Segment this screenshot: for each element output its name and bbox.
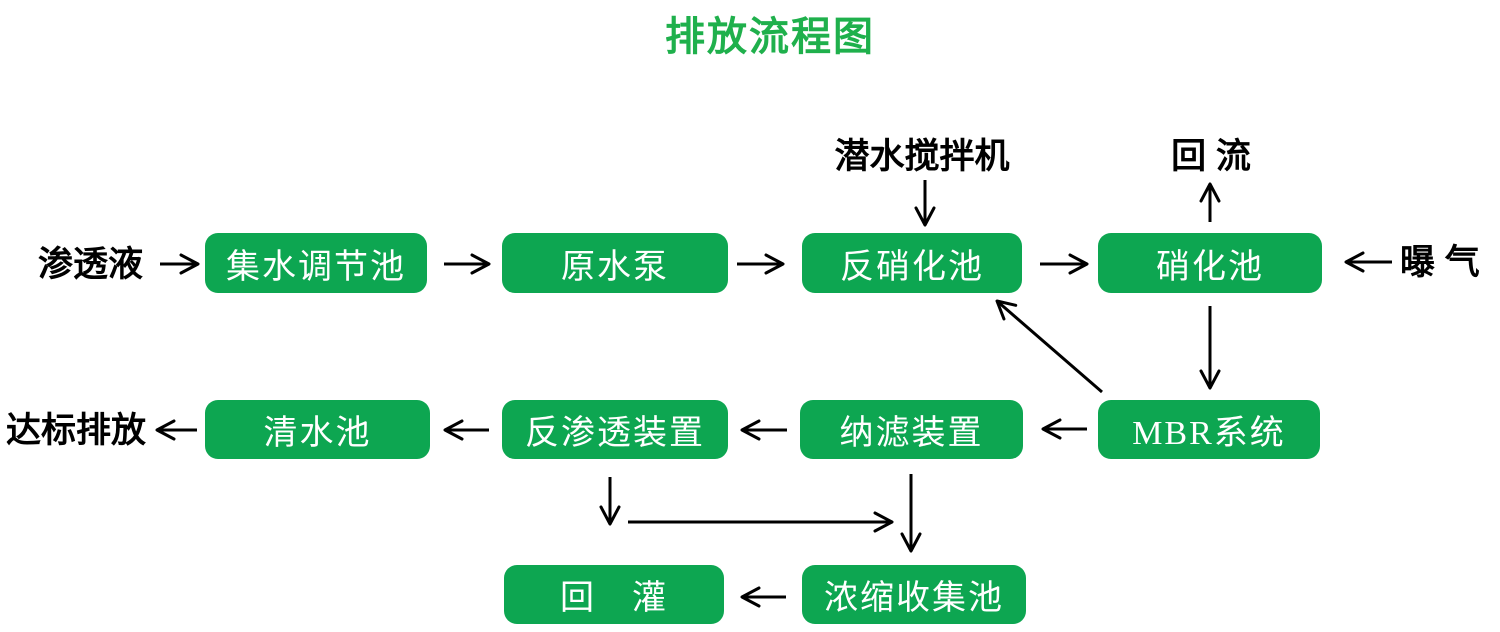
label-return-flow: 回 流 [1171, 137, 1251, 176]
node-raw-water-pump: 原水泵 [502, 233, 728, 293]
node-mbr-system: MBR系统 [1098, 400, 1320, 459]
node-clean-water-tank: 清水池 [205, 400, 430, 459]
arrow-mbr-system-to-denitrification-tank [995, 299, 1103, 394]
label-leachate-input: 渗透液 [38, 245, 144, 284]
node-denitrification-tank: 反硝化池 [802, 233, 1022, 293]
node-collecting-regulating-tank: 集水调节池 [205, 233, 427, 293]
label-aeration: 曝 气 [1400, 243, 1480, 282]
diagram-title: 排放流程图 [665, 15, 875, 59]
node-concentrate-collection-tank: 浓缩收集池 [802, 565, 1026, 624]
label-submersible-mixer: 潜水搅拌机 [834, 137, 1010, 176]
node-reinjection: 回 灌 [504, 565, 724, 624]
node-reverse-osmosis-unit: 反渗透装置 [502, 400, 728, 459]
label-compliant-discharge: 达标排放 [6, 411, 147, 450]
node-nanofiltration-unit: 纳滤装置 [800, 400, 1023, 459]
node-nitrification-tank: 硝化池 [1098, 233, 1322, 293]
